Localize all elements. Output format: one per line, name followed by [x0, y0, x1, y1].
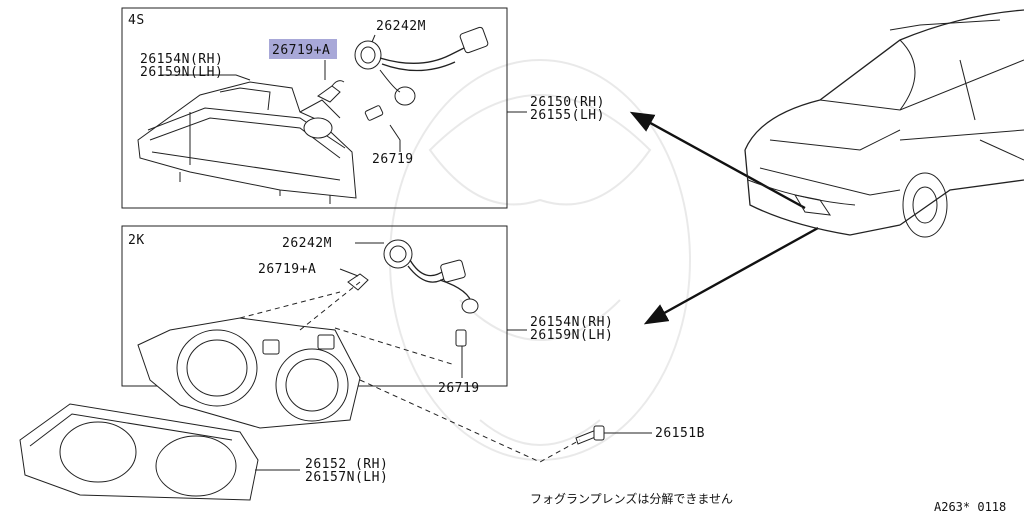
label-4s-26242m[interactable]: 26242M — [376, 19, 426, 34]
label-4s-26159n-lh[interactable]: 26159N(LH) — [140, 65, 223, 80]
socket-4s-drawing[interactable] — [354, 26, 489, 106]
label-assembly-26155[interactable]: 26155(LH) — [530, 108, 605, 123]
label-4s-26719a[interactable]: 26719+A — [272, 43, 330, 58]
label-4s-26719[interactable]: 26719 — [372, 152, 414, 167]
bolt-26151b[interactable] — [575, 425, 605, 445]
highlight-26719a — [269, 39, 337, 59]
label-4s-26154n-rh[interactable]: 26154N(RH) — [140, 52, 223, 67]
footnote-jp: フォグランプレンズは分解できません — [530, 491, 733, 506]
bulb-2k-26719[interactable] — [455, 329, 467, 347]
box-4s-title: 4S — [128, 13, 145, 28]
bulb-4s-26719a[interactable] — [317, 80, 345, 103]
label-2k-26719a[interactable]: 26719+A — [258, 262, 316, 277]
fog-lens-rim[interactable] — [19, 403, 259, 501]
diagram-code: A263* 0118 — [934, 500, 1006, 511]
label-bolt[interactable]: 26151B — [655, 426, 705, 441]
label-lens-lh[interactable]: 26157N(LH) — [305, 470, 388, 485]
label-assembly-26159n[interactable]: 26159N(LH) — [530, 328, 613, 343]
arrow-to-upper-label — [629, 111, 806, 210]
label-assembly-26150[interactable]: 26150(RH) — [530, 95, 605, 110]
box-2k-title: 2K — [128, 233, 145, 248]
label-assembly-26154n[interactable]: 26154N(RH) — [530, 315, 613, 330]
bulb-2k-26719a[interactable] — [347, 273, 369, 291]
bulb-4s-26719[interactable] — [364, 105, 384, 121]
car-illustration — [744, 9, 1024, 238]
label-lens-rh[interactable]: 26152 (RH) — [305, 457, 388, 472]
socket-2k-drawing[interactable] — [383, 239, 479, 314]
box-4s-frame — [121, 7, 508, 209]
foglamp-housing-2k[interactable] — [137, 317, 361, 429]
label-2k-26719[interactable]: 26719 — [438, 381, 480, 396]
label-2k-26242m[interactable]: 26242M — [282, 236, 332, 251]
arrow-to-lower-label — [643, 226, 819, 325]
headlamp-4s-drawing[interactable] — [137, 81, 357, 204]
